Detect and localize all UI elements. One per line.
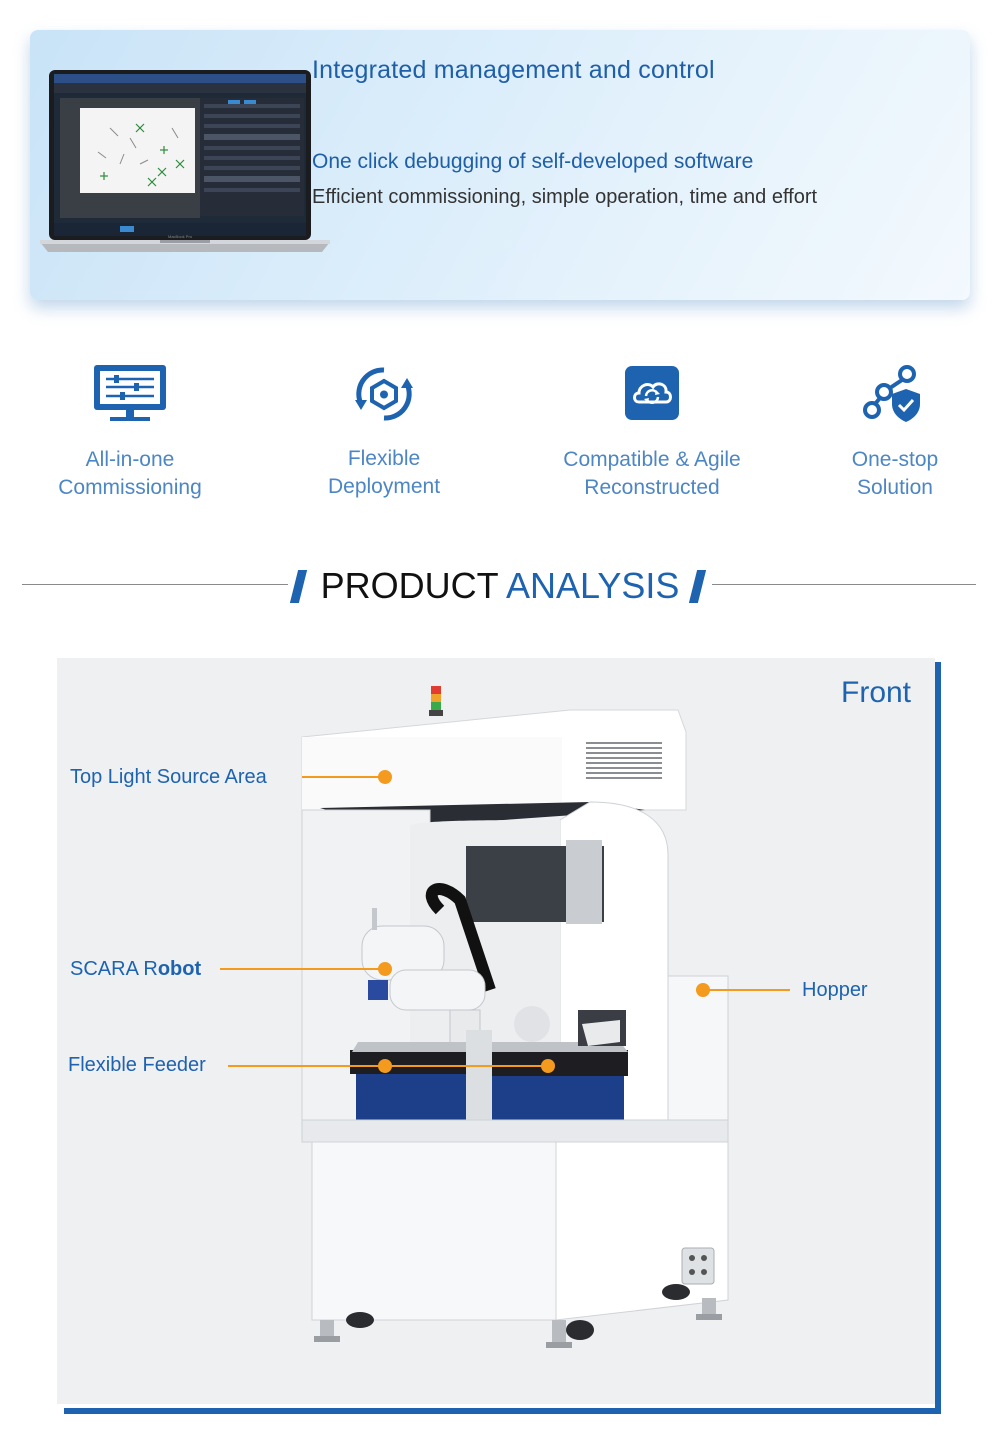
callout-line-scara	[220, 968, 382, 970]
callout-scara-suffix: obot	[157, 958, 202, 980]
callout-line-top-light	[302, 776, 384, 778]
callout-dot-feeder-right	[541, 1059, 555, 1073]
feature-label-line2: Reconstructed	[584, 476, 720, 499]
feature-label-line2: Deployment	[327, 475, 441, 498]
laptop-illustration: MacBook Pro	[40, 70, 330, 252]
view-label: Front	[841, 676, 912, 709]
feature-one-stop: One-stop Solution	[775, 446, 1000, 502]
monitor-sliders-icon	[94, 365, 166, 421]
callout-dot-hopper	[696, 983, 710, 997]
hero-subtitle: One click debugging of self-developed so…	[312, 150, 754, 173]
feature-label-line1: One-stop	[851, 448, 939, 471]
feature-flexible-deployment: Flexible Deployment	[264, 445, 504, 501]
callout-dot-feeder-left	[378, 1059, 392, 1073]
hero-title: Integrated management and control	[312, 56, 715, 84]
laptop-brand-text: MacBook Pro	[168, 234, 193, 239]
section-title-part1: PRODUCT	[320, 565, 498, 606]
feature-label-line1: Flexible	[347, 447, 421, 470]
panel-accent-bottom	[64, 1408, 941, 1414]
callout-dot-scara	[378, 962, 392, 976]
callout-top-light-source: Top Light Source Area	[70, 766, 267, 788]
panel-accent-right	[935, 662, 941, 1414]
callout-scara-robot: SCARA Robot	[70, 958, 201, 981]
machine-illustration	[301, 686, 729, 1348]
callout-flexible-feeder: Flexible Feeder	[68, 1054, 206, 1076]
callout-line-hopper	[704, 989, 790, 991]
feature-label-line1: All-in-one	[85, 448, 175, 471]
section-divider-right	[712, 584, 976, 585]
feature-label-line2: Solution	[857, 476, 933, 499]
feature-compatible-agile: Compatible & Agile Reconstructed	[532, 446, 772, 502]
callout-scara-prefix: SCARA R	[70, 958, 158, 980]
section-divider-left	[22, 584, 288, 585]
network-shield-icon	[863, 365, 920, 422]
section-title: PRODUCT ANALYSIS	[0, 565, 1000, 607]
feature-label-line1: Compatible & Agile	[563, 448, 741, 471]
hero-description: Efficient commissioning, simple operatio…	[312, 186, 818, 208]
section-title-part2: ANALYSIS	[505, 565, 680, 606]
callout-hopper: Hopper	[802, 979, 868, 1001]
cloud-sync-icon	[625, 366, 679, 420]
hexagon-refresh-icon	[355, 367, 413, 421]
callout-dot-top-light	[378, 770, 392, 784]
feature-all-in-one: All-in-one Commissioning	[10, 446, 250, 502]
feature-label-line2: Commissioning	[58, 476, 202, 499]
